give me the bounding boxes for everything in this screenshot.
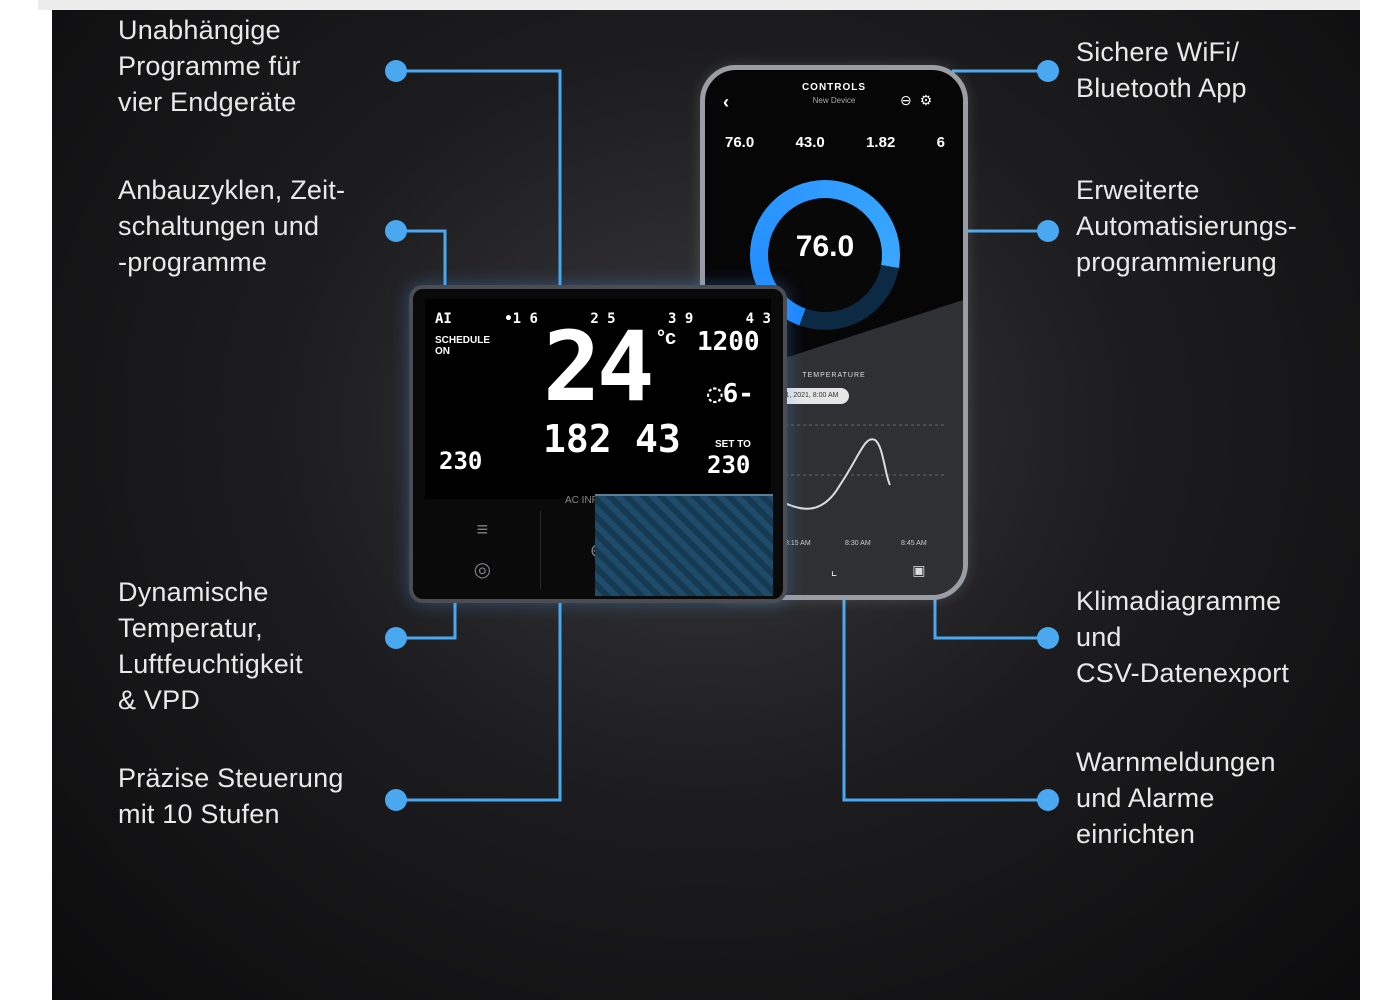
controller-temp-unit: °c [657,327,677,349]
chart-label: TEMPERATURE [802,372,866,379]
chart-icon[interactable]: ⌞ [830,562,838,578]
port-2: 2 5 [590,311,616,327]
port-row: AI •1 6 2 5 3 9 4 3 [435,311,771,327]
connector-dot-left-4 [385,789,407,811]
dial-knob-icon: ◎ [473,558,492,581]
menu-icon: ≡ [476,518,489,541]
set-to-label: SET TO [715,439,751,450]
feature-grow-cycles: Anbauzyklen, Zeit-schaltungen und-progra… [118,175,346,277]
connector-dot-right-3 [1037,627,1059,649]
device-icon[interactable]: ▣ [912,562,926,578]
port-1: •1 6 [504,311,538,327]
controller-timer: 230 [439,447,483,475]
app-stats: 76.0 43.0 1.82 6 [725,134,945,151]
controller-vpd: 182 [543,417,612,461]
connector-left-1 [396,69,562,285]
top-strip [38,0,1360,10]
x-tick: 8:15 AM [785,540,811,547]
x-tick: 8:45 AM [901,540,927,547]
connector-left-3 [396,600,457,640]
connector-left-4 [396,600,562,802]
app-title: CONTROLS [801,82,867,93]
connector-dot-left-1 [385,60,407,82]
x-tick: 8:30 AM [845,540,871,547]
controller-clock: 1200 [697,327,760,357]
connector-left-2 [396,229,447,285]
connector-dot-right-2 [1037,220,1059,242]
port-4: 4 3 [745,311,771,327]
port-3: 3 9 [668,311,694,327]
stat-vpd: 1.82 [866,134,896,151]
connector-right-3 [933,595,1048,640]
controller-button-menu[interactable]: ≡ ◎ [425,511,541,589]
chart-date-pill[interactable]: 1, 2021, 8:00 AM [775,388,849,404]
stat-humidity: 43.0 [795,134,825,151]
app-subtitle: New Device [812,96,856,105]
back-icon[interactable]: ‹ [723,92,729,112]
dial-value: 76.0 [795,230,855,263]
connector-dot-right-4 [1037,789,1059,811]
controller-fan-level: ◌6- [707,379,754,409]
connector-lines [385,60,1059,811]
connector-dot-left-2 [385,220,407,242]
feature-wifi-app: Sichere WiFi/Bluetooth App [1076,37,1247,103]
stat-temperature: 76.0 [725,134,755,151]
controller-humidity: 43 [635,417,681,461]
stat-level: 6 [936,134,945,151]
circuit-board-image [595,494,773,596]
brand-label: AC INFINITY [565,495,623,506]
connector-dot-right-1 [1037,60,1059,82]
port-all: AI [435,311,452,327]
settings-icon[interactable]: ⊖⚙ [900,92,941,108]
connector-dot-left-3 [385,627,407,649]
set-to-value: 230 [707,451,751,479]
controller-temperature: 24 [543,311,655,423]
connector-right-4 [842,595,1048,802]
